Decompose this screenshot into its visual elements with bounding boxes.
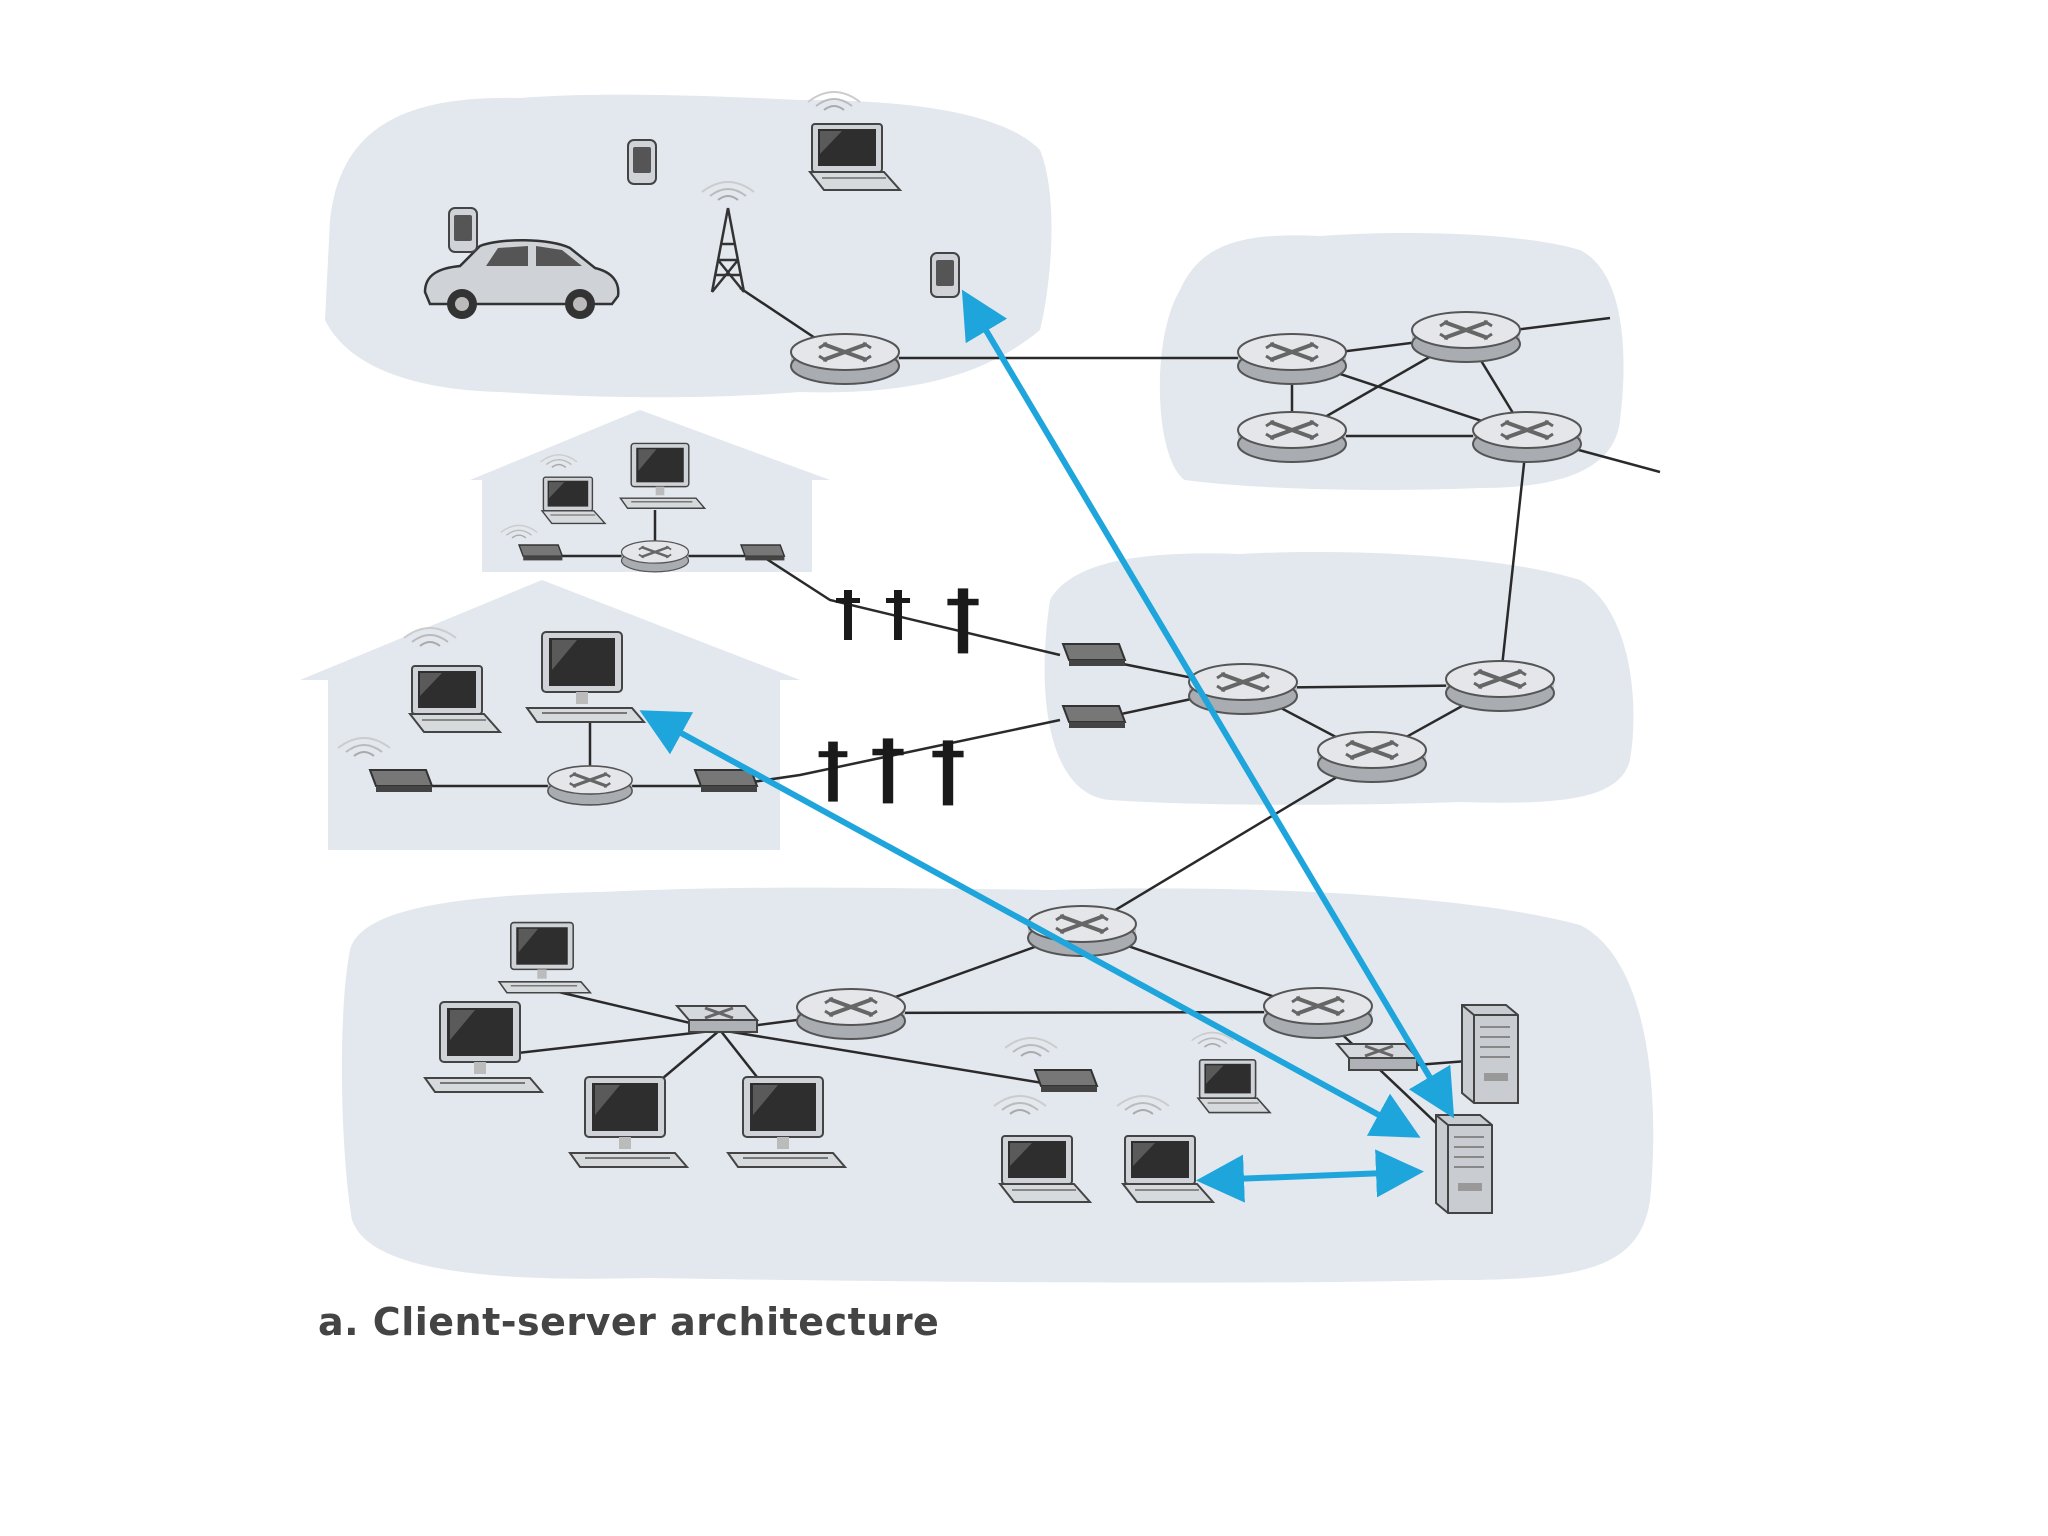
smartphone-icon	[448, 207, 478, 253]
router-icon	[1187, 662, 1299, 716]
switch-icon	[1335, 1042, 1419, 1072]
modem-icon	[740, 544, 786, 562]
cell-tower-icon	[701, 181, 755, 293]
home-network-1	[470, 410, 830, 572]
router-icon	[1236, 410, 1348, 464]
router-icon	[1471, 410, 1583, 464]
modem-icon	[1062, 643, 1126, 667]
car-icon	[423, 239, 620, 319]
router-icon	[1410, 310, 1522, 364]
router-icon	[546, 764, 634, 807]
router-icon	[620, 539, 690, 574]
server-icon	[1435, 1114, 1493, 1214]
smartphone-icon	[627, 139, 657, 185]
router-icon	[1236, 332, 1348, 386]
figure-caption: a. Client-server architecture	[318, 1300, 940, 1344]
client-server-arrows	[639, 289, 1455, 1203]
router-icon	[789, 332, 901, 386]
modem-icon	[694, 769, 758, 793]
arrow-server-to-home-desktop	[639, 710, 1421, 1138]
mobile-network-region	[325, 94, 1052, 398]
arrow-server-to-laptop	[1196, 1149, 1424, 1203]
router-icon	[795, 987, 907, 1041]
smartphone-icon	[930, 252, 960, 298]
switch-icon	[675, 1004, 759, 1034]
server-icon	[1461, 1004, 1519, 1104]
utility-pole-icon	[818, 588, 979, 806]
router-icon	[1316, 730, 1428, 784]
modem-icon	[1062, 705, 1126, 729]
router-icon	[1444, 659, 1556, 713]
router-icon	[1262, 986, 1374, 1040]
